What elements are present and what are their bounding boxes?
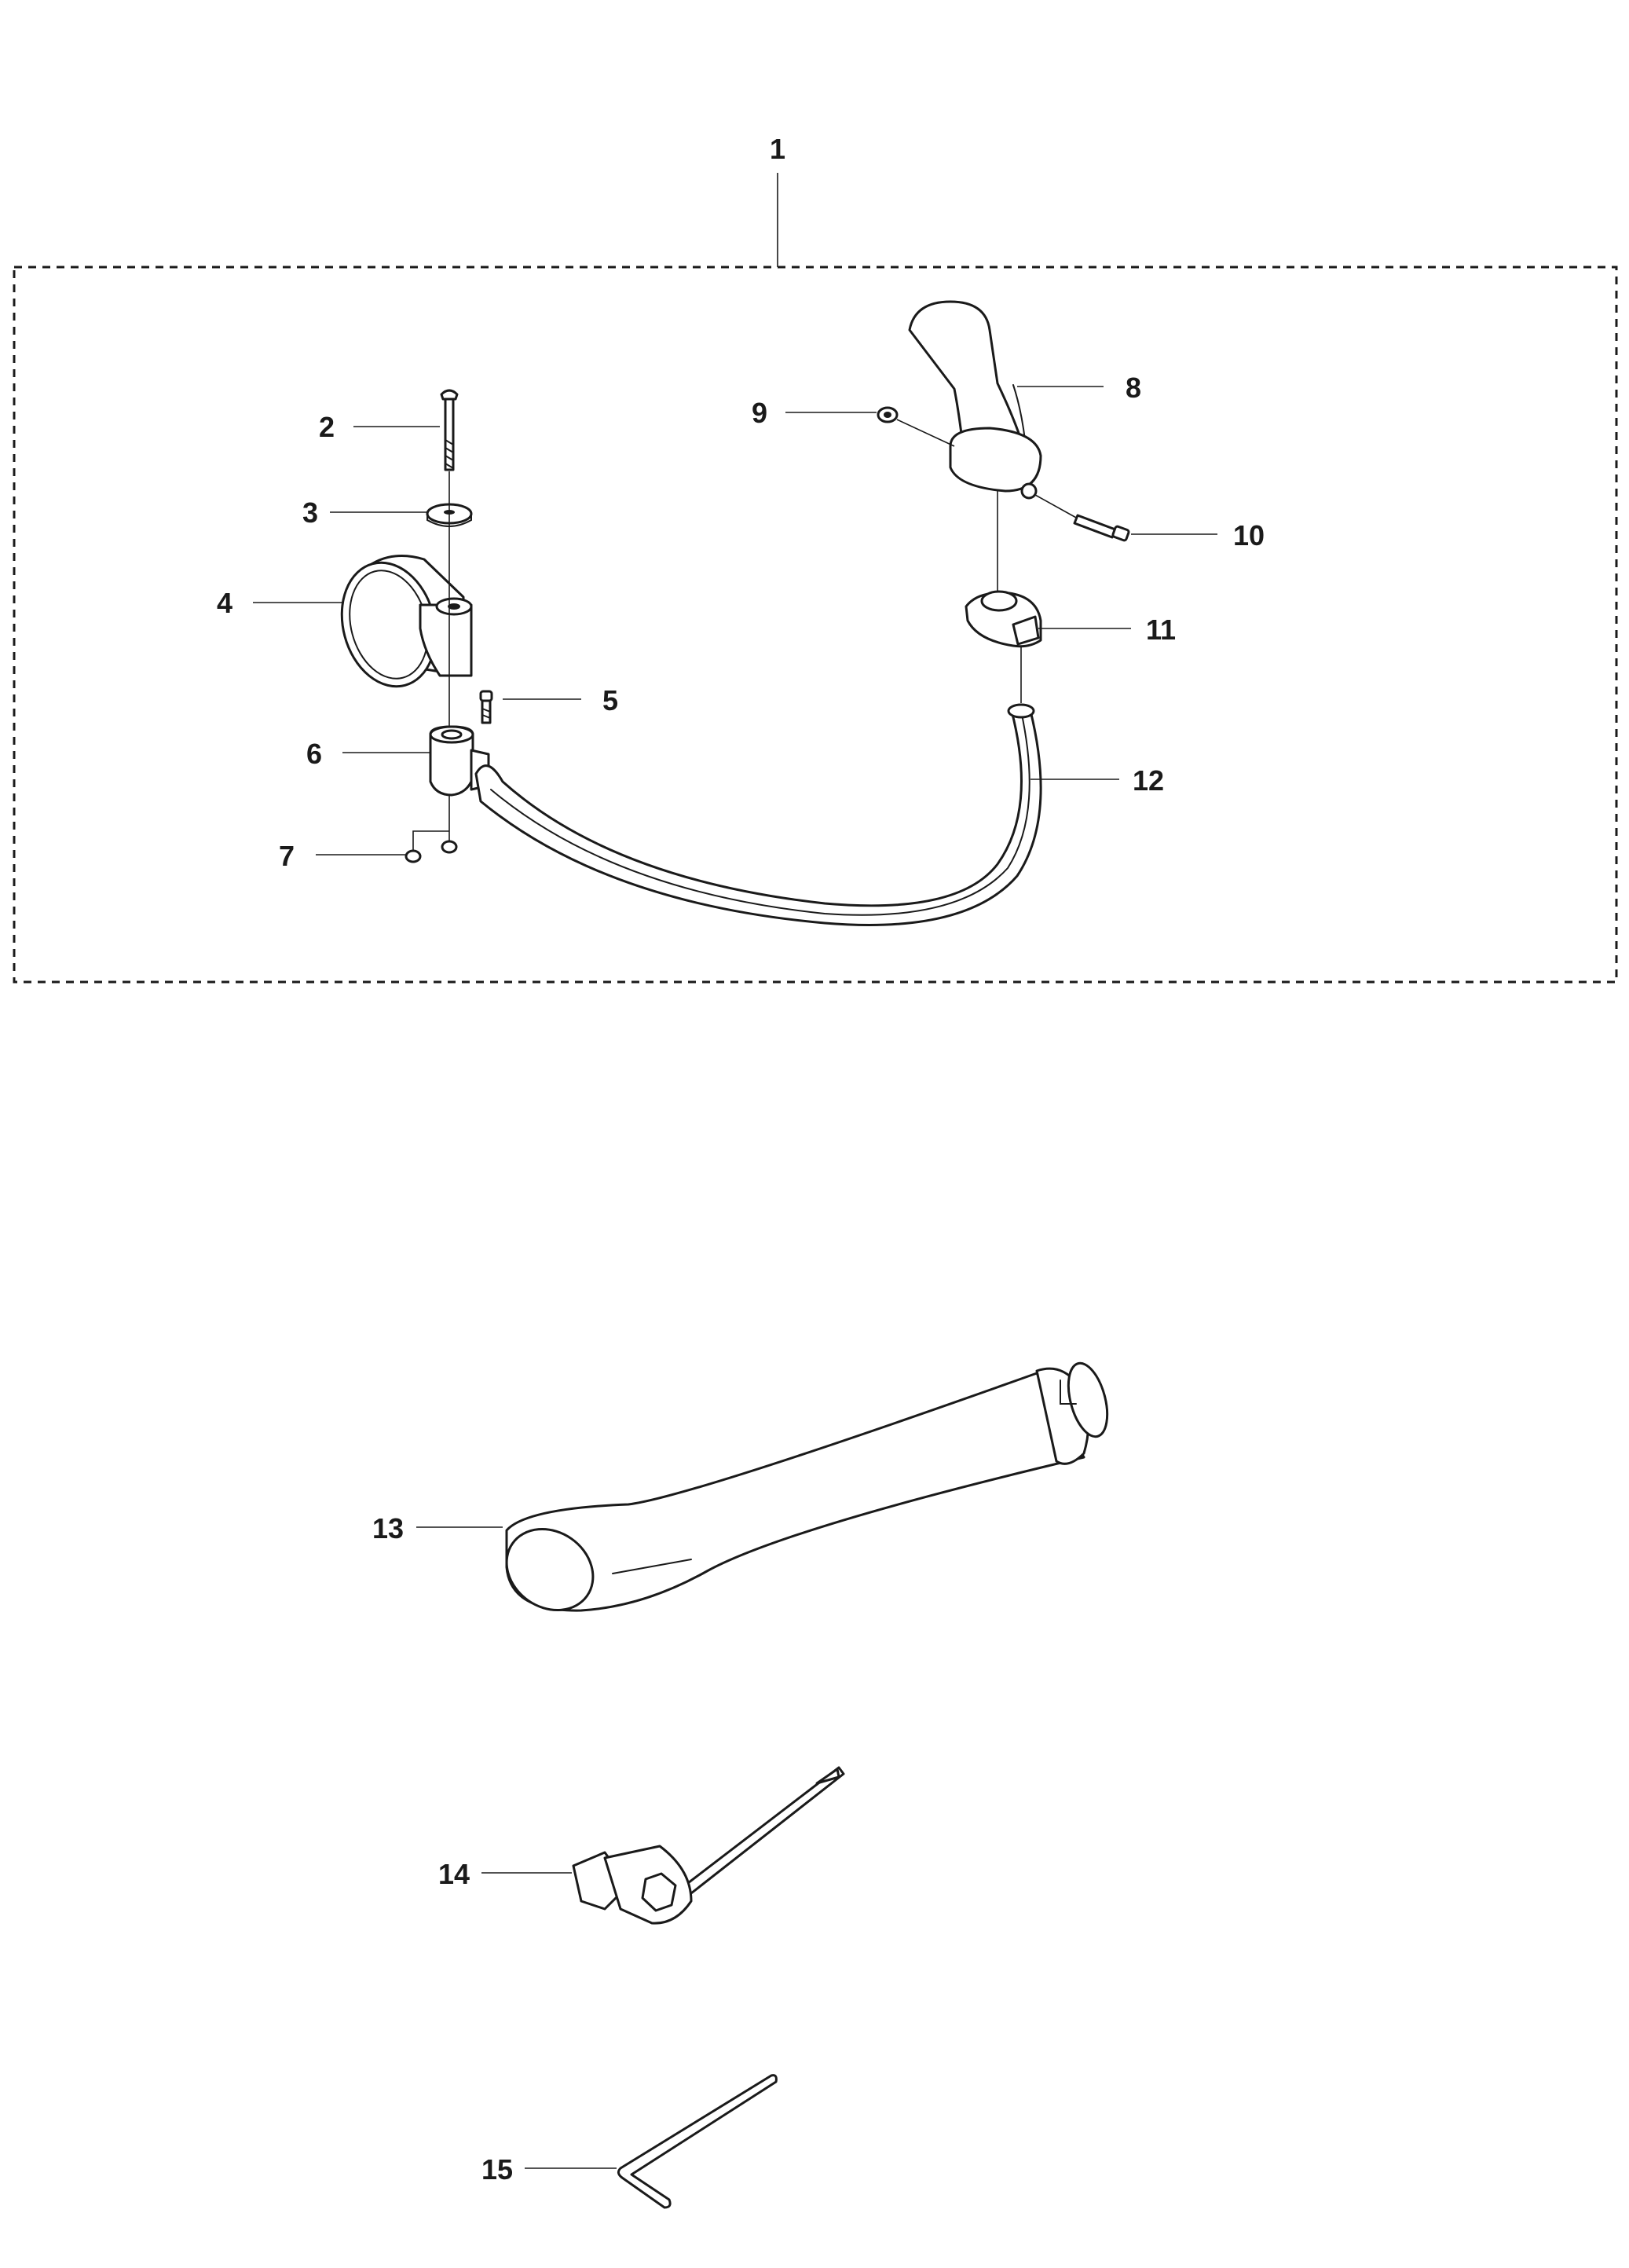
callout-13[interactable]: 13 [372, 1512, 404, 1544]
callout-8[interactable]: 8 [1126, 372, 1141, 404]
part-13-nozzle [505, 1361, 1109, 1612]
callout-15[interactable]: 15 [481, 2153, 513, 2186]
callout-12[interactable]: 12 [1133, 764, 1164, 797]
callout-6[interactable]: 6 [306, 738, 322, 770]
part-10-screw [1034, 494, 1130, 542]
callout-9[interactable]: 9 [752, 397, 767, 429]
part-9-nut [877, 406, 955, 447]
kit-group-frame [13, 266, 1618, 984]
callout-10[interactable]: 10 [1233, 519, 1265, 551]
part-8-grip [908, 300, 1042, 500]
callout-14[interactable]: 14 [438, 1858, 470, 1890]
part-2-bolt [440, 389, 459, 471]
part-15-hex-key [617, 2074, 778, 2209]
part-11-clamp-piece [965, 590, 1042, 648]
part-14-spanner [572, 1766, 845, 1925]
part-6-mount [429, 725, 490, 797]
part-4-clamp [340, 555, 473, 688]
part-12-loop-bar [474, 703, 1042, 926]
callout-2[interactable]: 2 [319, 411, 335, 443]
callout-5[interactable]: 5 [602, 684, 618, 716]
callout-4[interactable]: 4 [217, 587, 232, 619]
callout-7[interactable]: 7 [279, 840, 295, 872]
callout-3[interactable]: 3 [302, 496, 318, 529]
callout-1[interactable]: 1 [770, 133, 785, 165]
part-5-screw [479, 690, 493, 724]
callout-11[interactable]: 11 [1146, 614, 1176, 646]
part-7-nuts [405, 830, 458, 863]
